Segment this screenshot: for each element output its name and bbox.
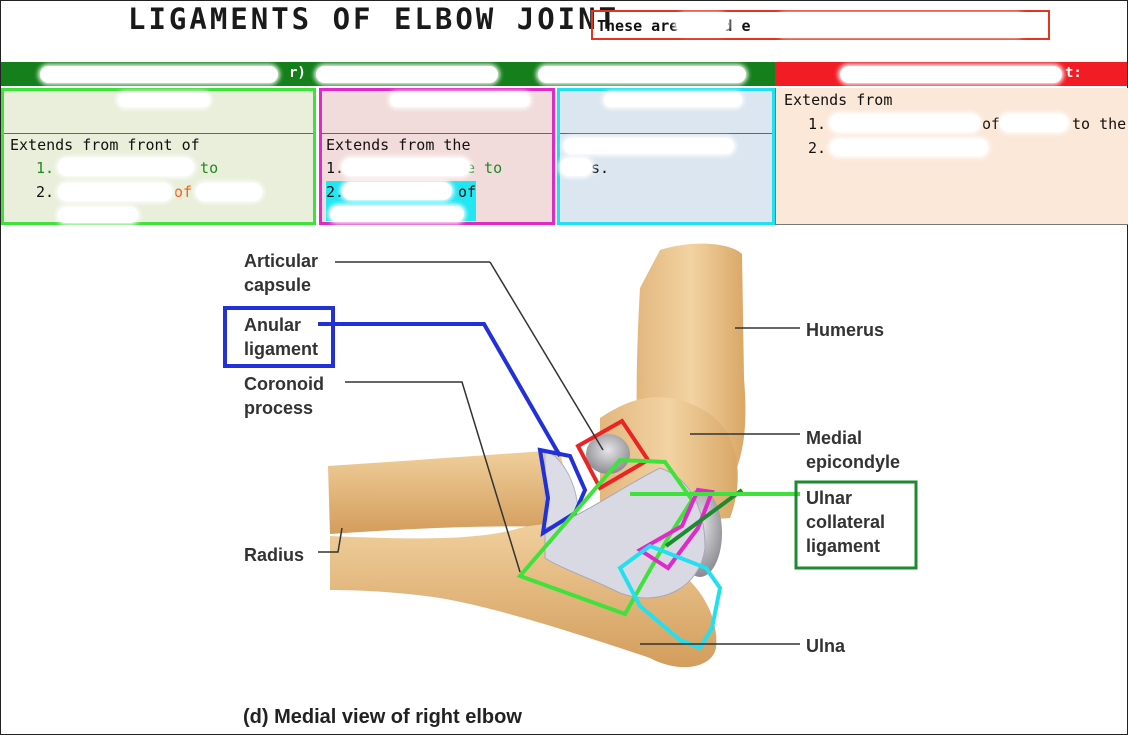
middle-item1-num: 1. [326,159,345,177]
middle-line1: Extends from the [326,136,471,154]
anterior-band-cell: Extends from front of 1. , to 2. of [1,88,316,225]
leader-coronoid-process [345,381,521,573]
divider [4,133,313,134]
redaction [564,138,734,154]
anterior-item1-num: 1. [36,159,55,177]
elbow-illustration [223,243,918,668]
redaction [830,139,988,156]
page-title: LIGAMENTS OF ELBOW JOINT [128,2,620,36]
anterior-item2-text: of [174,183,193,201]
label-radius: Radius [244,545,305,565]
redaction [58,158,194,176]
leader-anular-ligament [318,322,562,457]
middle-band-cell: Extends from the 1. e to 2. of [319,88,555,225]
redaction [40,66,278,83]
redaction [560,158,592,176]
redaction [342,158,470,176]
lateral-ligament-cell: Extends from 1. of to the 2. [775,88,1128,225]
anular-ligament-label-box [223,306,335,368]
label-anular-ligament: Anular ligament [244,315,319,359]
dark-green-band-line [664,488,744,548]
leader-radius [318,527,343,553]
redaction [342,182,452,200]
radius-bone [328,450,575,534]
ulnar-collateral-label-box [794,480,918,570]
anterior-line1: Extends from front of [10,136,200,154]
redaction [1000,114,1068,132]
lateral-item1-text: of [982,115,1001,133]
redaction [58,183,172,201]
lateral-item2-num: 2. [808,139,827,157]
middle-item2-num: 2. [326,183,345,201]
middle-item1-text: e to [466,159,503,177]
lateral-item1-num: 1. [808,115,827,133]
posterior-band-cell: 's. [557,88,775,225]
redaction [390,93,530,107]
redaction [604,93,742,107]
label-humerus: Humerus [806,320,885,340]
redaction [676,14,728,34]
redaction [840,66,1062,83]
leader-articular-capsule-b [489,261,604,451]
divider [322,133,552,134]
cyan-band-outline [617,543,723,651]
header-right-text: t: [1065,65,1082,81]
redaction [830,114,980,132]
figure-caption: (d) Medial view of right elbow [243,706,522,728]
redaction [316,66,498,83]
middle-item2-text: of [458,183,477,201]
redaction [538,66,746,83]
label-ulna: Ulna [806,636,846,656]
label-articular-capsule: Articular capsule [244,251,319,295]
redaction [196,183,262,201]
elbow-diagram: Articular capsule Anular ligament Corono… [0,228,1128,735]
redaction [118,93,210,107]
label-ulnar-collateral-ligament: Ulnar collateral ligament [806,488,886,556]
label-medial-epicondyle: Medial epicondyle [806,428,901,472]
anterior-item2-num: 2. [36,183,55,201]
lateral-line1: Extends from [784,91,893,109]
redaction [58,207,138,223]
redaction [330,206,464,222]
divider [560,133,772,134]
redaction [776,14,1026,36]
lateral-item1-tail: to the [1072,115,1127,133]
label-coronoid-process: Coronoid process [244,374,324,418]
